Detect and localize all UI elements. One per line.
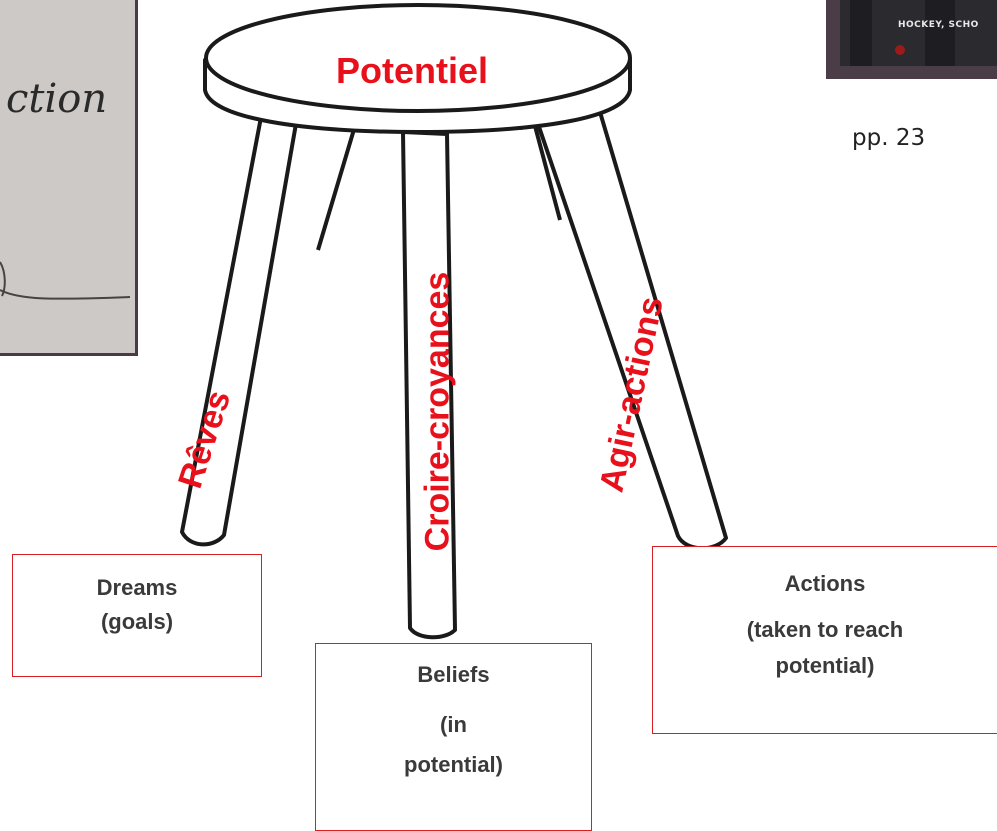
page-reference: pp. 23 [852, 125, 926, 151]
book-cover-text: HOCKEY, SCHO [898, 20, 979, 30]
dreams-box: Dreams (goals) [12, 554, 262, 677]
leg-label-croire-croyances: Croire-croyances [418, 271, 457, 552]
handwriting-image: ction [0, 0, 135, 353]
book-cover-image: HOCKEY, SCHO [826, 0, 997, 79]
actions-title: Actions [784, 571, 866, 596]
actions-box: Actions (taken to reach potential) [652, 546, 997, 734]
actions-line2: (taken to reach [746, 617, 904, 642]
beliefs-line3: potential) [404, 752, 503, 777]
beliefs-line2: (in [440, 712, 467, 737]
handwriting-text: ction [6, 76, 107, 122]
beliefs-box: Beliefs (in potential) [315, 643, 592, 831]
actions-line3: potential) [775, 653, 875, 678]
dreams-subtitle: (goals) [100, 609, 174, 634]
seat-label-potentiel: Potentiel [336, 50, 489, 91]
beliefs-title: Beliefs [417, 662, 490, 687]
handwritten-note-photo: ction [0, 0, 138, 356]
dreams-title: Dreams [96, 575, 178, 600]
